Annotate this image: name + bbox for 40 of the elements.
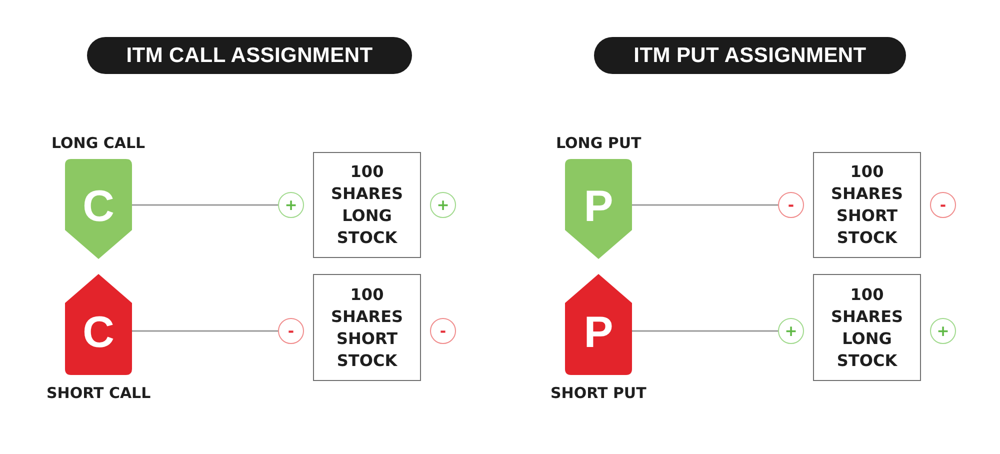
outcome-box	[813, 274, 921, 381]
connector-line	[632, 204, 778, 206]
outcome-box	[313, 274, 421, 381]
outcome-box	[813, 152, 921, 258]
position-label: LONG PUT	[556, 134, 642, 152]
heading-pill	[87, 37, 412, 74]
sign-text: +	[436, 198, 450, 212]
outcome-text: 100 SHARES LONG STOCK	[330, 161, 404, 249]
sign-circle	[430, 318, 456, 344]
sign-text: -	[288, 324, 294, 338]
sign-text: -	[788, 198, 794, 212]
connector-line	[632, 330, 778, 332]
position-label: SHORT PUT	[550, 384, 646, 402]
outcome-text: 100 SHARES SHORT STOCK	[830, 161, 904, 249]
sign-circle	[778, 192, 804, 218]
sign-circle	[278, 192, 304, 218]
connector-line	[132, 204, 278, 206]
sign-text: +	[784, 324, 798, 338]
connector-line	[132, 330, 278, 332]
sign-circle	[430, 192, 456, 218]
tag-letter: P	[582, 311, 614, 355]
sign-circle	[778, 318, 804, 344]
tag-letter: C	[82, 311, 116, 355]
sign-text: +	[284, 198, 298, 212]
outcome-box	[313, 152, 421, 258]
tag-letter: P	[582, 185, 614, 229]
sign-circle	[930, 192, 956, 218]
sign-text: +	[936, 324, 950, 338]
heading-text: ITM PUT ASSIGNMENT	[634, 44, 866, 68]
sign-text: -	[940, 198, 946, 212]
heading-pill	[594, 37, 906, 74]
sign-circle	[930, 318, 956, 344]
tag-letter: C	[82, 185, 116, 229]
sign-text: -	[440, 324, 446, 338]
outcome-text: 100 SHARES SHORT STOCK	[330, 284, 404, 372]
position-label: LONG CALL	[52, 134, 146, 152]
sign-circle	[278, 318, 304, 344]
outcome-text: 100 SHARES LONG STOCK	[830, 284, 904, 372]
position-label: SHORT CALL	[46, 384, 151, 402]
heading-text: ITM CALL ASSIGNMENT	[126, 44, 373, 68]
